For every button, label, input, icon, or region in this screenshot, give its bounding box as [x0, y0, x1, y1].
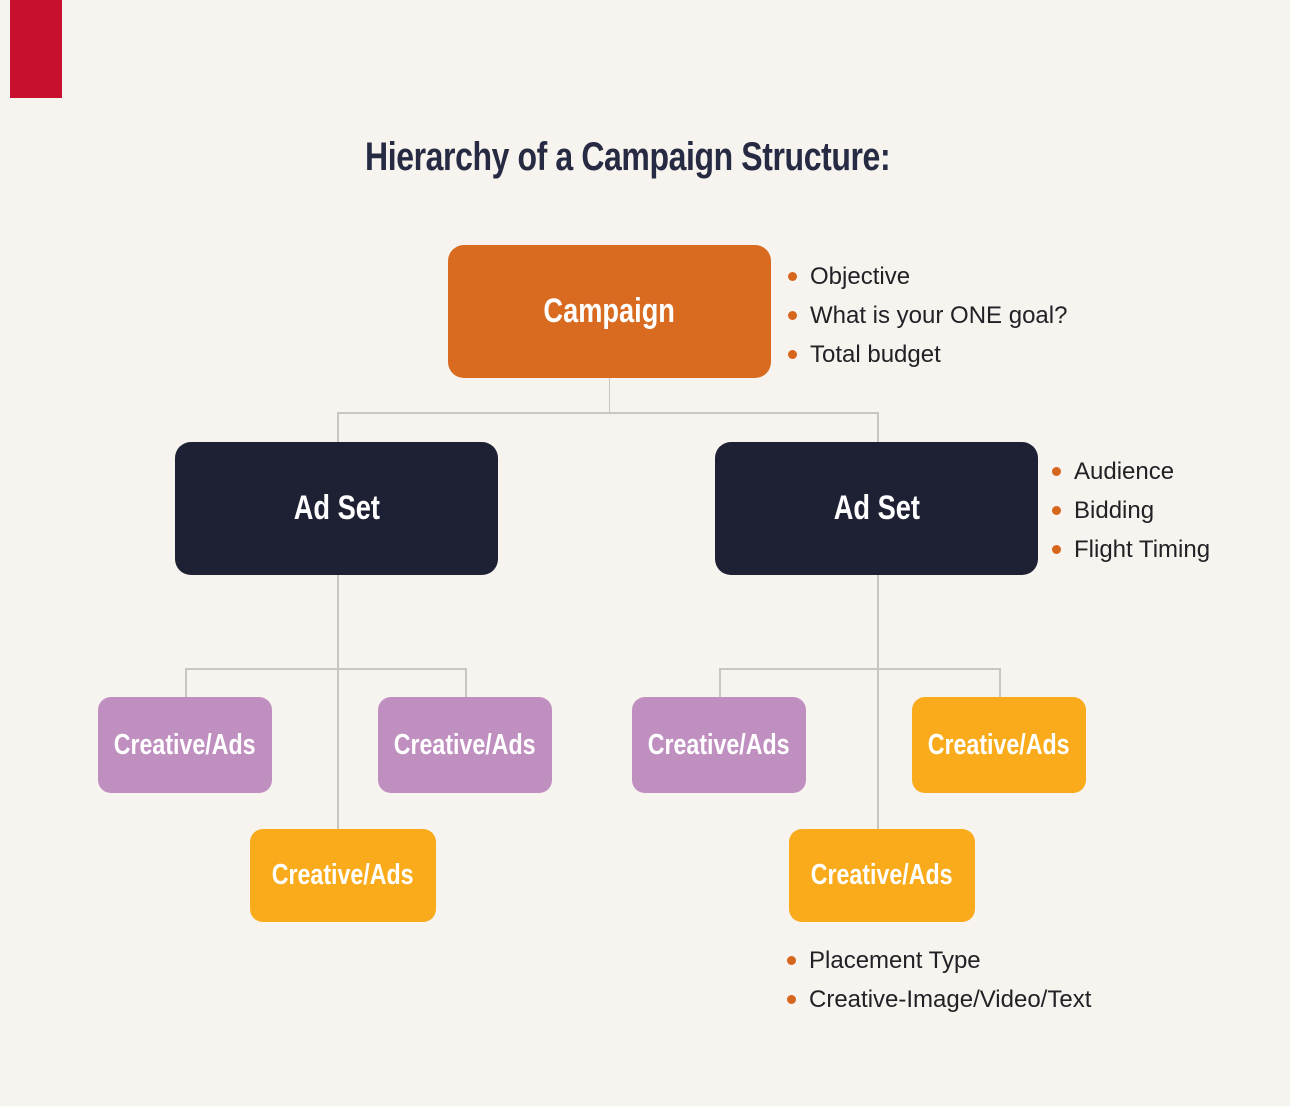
creative-ads-left-3-node: Creative/Ads [250, 829, 436, 922]
connector-top-horizontal [337, 412, 877, 414]
red-accent-bar [10, 0, 62, 98]
campaign-label: Campaign [543, 292, 676, 330]
creative-ads-right-3-label: Creative/Ads [811, 859, 953, 891]
connector-left-creative1-stub [185, 668, 187, 698]
connector-adset-left-stub [337, 412, 339, 443]
campaign-bullet-list: Objective What is your ONE goal? Total b… [788, 257, 1067, 374]
creative-bullet: Placement Type [787, 941, 1091, 980]
campaign-node: Campaign [448, 245, 771, 378]
creative-ads-left-2-label: Creative/Ads [394, 728, 536, 761]
connector-campaign-down [608, 378, 610, 413]
campaign-bullet: Total budget [788, 335, 1067, 374]
creative-ads-left-2-node: Creative/Ads [378, 697, 552, 793]
ad-set-right-label: Ad Set [833, 489, 920, 527]
creative-ads-left-1-node: Creative/Ads [98, 697, 272, 793]
connector-right-creative2-stub [999, 668, 1001, 698]
connector-right-horizontal [719, 668, 999, 670]
creative-ads-left-1-label: Creative/Ads [114, 728, 256, 761]
ad-set-left-label: Ad Set [293, 489, 380, 527]
campaign-bullet: Objective [788, 257, 1067, 296]
connector-right-creative1-stub [719, 668, 721, 698]
page-title-text: Hierarchy of a Campaign Structure: [365, 135, 891, 179]
ad-set-bullet: Flight Timing [1052, 530, 1210, 569]
connector-left-horizontal [185, 668, 465, 670]
connector-left-creative2-stub [465, 668, 467, 698]
creative-ads-right-2-node: Creative/Ads [912, 697, 1086, 793]
creative-bullet-list: Placement Type Creative-Image/Video/Text [787, 941, 1091, 1019]
creative-ads-right-3-node: Creative/Ads [789, 829, 975, 922]
ad-set-bullet-list: Audience Bidding Flight Timing [1052, 452, 1210, 569]
connector-right-group-vertical [877, 573, 879, 830]
creative-bullet: Creative-Image/Video/Text [787, 980, 1091, 1019]
ad-set-left-node: Ad Set [175, 442, 498, 575]
creative-ads-right-1-label: Creative/Ads [648, 728, 790, 761]
campaign-bullet: What is your ONE goal? [788, 296, 1067, 335]
creative-ads-right-2-label: Creative/Ads [928, 728, 1070, 761]
connector-adset-right-stub [877, 412, 879, 443]
creative-ads-right-1-node: Creative/Ads [632, 697, 806, 793]
creative-ads-left-3-label: Creative/Ads [272, 859, 414, 891]
page-title: Hierarchy of a Campaign Structure: [365, 134, 1022, 180]
ad-set-right-node: Ad Set [715, 442, 1038, 575]
ad-set-bullet: Audience [1052, 452, 1210, 491]
ad-set-bullet: Bidding [1052, 491, 1210, 530]
connector-left-group-vertical [337, 573, 339, 830]
